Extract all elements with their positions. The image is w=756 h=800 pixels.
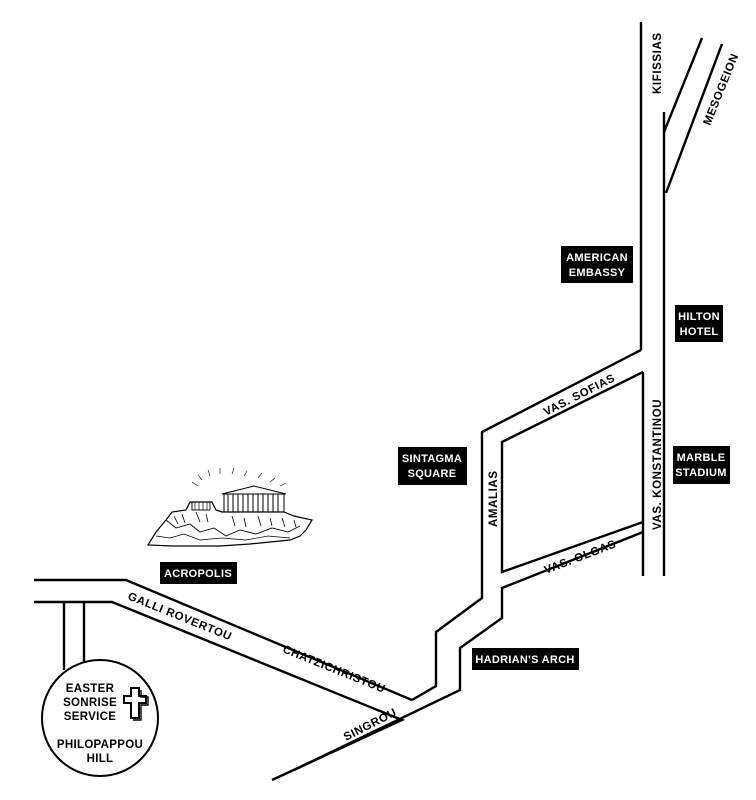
landmark-sintagma-square: SINTAGMA SQUARE [398,447,467,485]
american-embassy-line1: AMERICAN [566,252,628,264]
cross-icon [123,687,149,721]
landmark-american-embassy: AMERICAN EMBASSY [561,246,633,283]
easter-service-marker: EASTER SONRISE SERVICE PHILOPAPPOU HILL [41,659,159,777]
easter-line2: SONRISE [63,697,117,709]
marble-stadium-line2: STADIUM [675,467,726,479]
landmark-acropolis: ACROPOLIS [160,562,237,584]
easter-line5: HILL [87,753,114,765]
landmark-marble-stadium: MARBLE STADIUM [673,446,730,484]
marble-stadium-line1: MARBLE [677,452,726,464]
road-mesogeion-upper-edge [662,37,704,133]
easter-line3: SERVICE [64,711,116,723]
easter-line1: EASTER [66,683,115,695]
hilton-hotel-line1: HILTON [678,311,720,323]
american-embassy-line2: EMBASSY [569,267,626,279]
road-vas-sofias-upper-edge [411,348,642,702]
landmark-hadrians-arch: HADRIAN'S ARCH [472,648,579,670]
street-labels: KIFISSIAS MESOGEION VAS. SOFIAS VAS. KON… [126,32,741,743]
road-galli-rovertou-lower-edge [34,600,406,782]
street-label-vas-konstantinou: VAS. KONSTANTINOU [652,399,664,530]
road-vas-olgas-lower-edge [293,530,644,772]
street-label-amalias: AMALIAS [488,470,500,527]
parthenon-icon [146,467,313,547]
road-network [34,22,724,782]
road-vas-sofias-lower-edge [500,370,644,574]
street-label-kifissias: KIFISSIAS [652,32,664,94]
acropolis-label: ACROPOLIS [164,568,232,580]
landmark-hilton-hotel: HILTON HOTEL [675,305,723,342]
road-mesogeion-lower-edge [664,43,724,194]
street-label-chatzichristou: CHATZICHRISTOU [281,644,387,696]
easter-line4: PHILOPAPPOU [57,739,143,751]
sintagma-square-line1: SINTAGMA [402,453,462,465]
street-label-mesogeion: MESOGEION [702,52,742,127]
hadrians-arch-label: HADRIAN'S ARCH [475,654,574,666]
hilton-hotel-line2: HOTEL [680,326,719,338]
road-galli-rovertou-upper-edge [34,578,413,702]
sintagma-square-line2: SQUARE [408,468,457,480]
